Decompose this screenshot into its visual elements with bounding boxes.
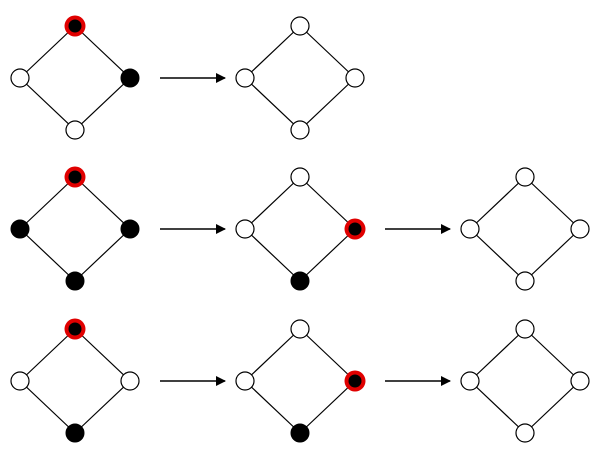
node-left-black	[10, 219, 30, 239]
edge-top-right	[74, 25, 131, 79]
node-right-white	[345, 68, 365, 88]
node-top-white	[290, 167, 310, 187]
edge-left-bottom	[19, 77, 76, 131]
node-right-black	[348, 374, 362, 388]
edge-left-bottom	[469, 228, 526, 282]
graph-row3-stage3	[460, 319, 590, 443]
edge-left-bottom	[244, 228, 301, 282]
edge-top-left	[19, 25, 76, 79]
edge-right-bottom	[74, 380, 131, 434]
edge-left-bottom	[19, 228, 76, 282]
graph-row3-stage1	[10, 318, 140, 443]
edge-top-right	[524, 176, 581, 230]
edge-right-bottom	[299, 77, 356, 131]
node-left-white	[460, 371, 480, 391]
edge-top-right	[299, 25, 356, 79]
edge-top-right	[524, 328, 581, 382]
node-left-white	[235, 219, 255, 239]
edge-right-bottom	[524, 228, 581, 282]
graph-row3-stage2	[235, 319, 366, 443]
node-top-black	[68, 19, 82, 33]
graph-row1-stage1	[10, 15, 140, 140]
node-bottom-white	[290, 120, 310, 140]
node-top-black	[68, 322, 82, 336]
node-bottom-white	[65, 120, 85, 140]
edge-top-right	[299, 328, 356, 382]
node-left-white	[10, 371, 30, 391]
node-left-white	[10, 68, 30, 88]
edge-left-bottom	[244, 380, 301, 434]
graph-row2-stage2	[235, 167, 366, 291]
edge-right-bottom	[524, 380, 581, 434]
edge-right-bottom	[299, 380, 356, 434]
edge-left-bottom	[19, 380, 76, 434]
edge-top-left	[469, 176, 526, 230]
node-top-white	[290, 319, 310, 339]
edge-top-left	[469, 328, 526, 382]
edge-left-bottom	[244, 77, 301, 131]
edge-top-left	[19, 176, 76, 230]
edge-top-right	[74, 328, 131, 382]
edge-top-left	[19, 328, 76, 382]
edge-right-bottom	[299, 228, 356, 282]
node-right-black	[120, 68, 140, 88]
edge-top-left	[244, 25, 301, 79]
edge-top-right	[299, 176, 356, 230]
node-top-white	[515, 319, 535, 339]
node-right-white	[120, 371, 140, 391]
node-bottom-black	[65, 271, 85, 291]
node-top-black	[68, 170, 82, 184]
edge-left-bottom	[469, 380, 526, 434]
node-bottom-black	[290, 271, 310, 291]
node-top-white	[290, 16, 310, 36]
node-top-white	[515, 167, 535, 187]
node-left-white	[460, 219, 480, 239]
graph-row2-stage1	[10, 166, 140, 291]
node-bottom-white	[515, 271, 535, 291]
edge-top-left	[244, 328, 301, 382]
edge-right-bottom	[74, 77, 131, 131]
node-right-white	[570, 219, 590, 239]
node-bottom-black	[290, 423, 310, 443]
node-left-white	[235, 371, 255, 391]
node-bottom-black	[65, 423, 85, 443]
graph-row2-stage3	[460, 167, 590, 291]
node-bottom-white	[515, 423, 535, 443]
node-right-black	[348, 222, 362, 236]
edge-top-left	[244, 176, 301, 230]
edge-top-right	[74, 176, 131, 230]
node-left-white	[235, 68, 255, 88]
edge-right-bottom	[74, 228, 131, 282]
graph-row1-stage2	[235, 16, 365, 140]
node-right-black	[120, 219, 140, 239]
node-right-white	[570, 371, 590, 391]
